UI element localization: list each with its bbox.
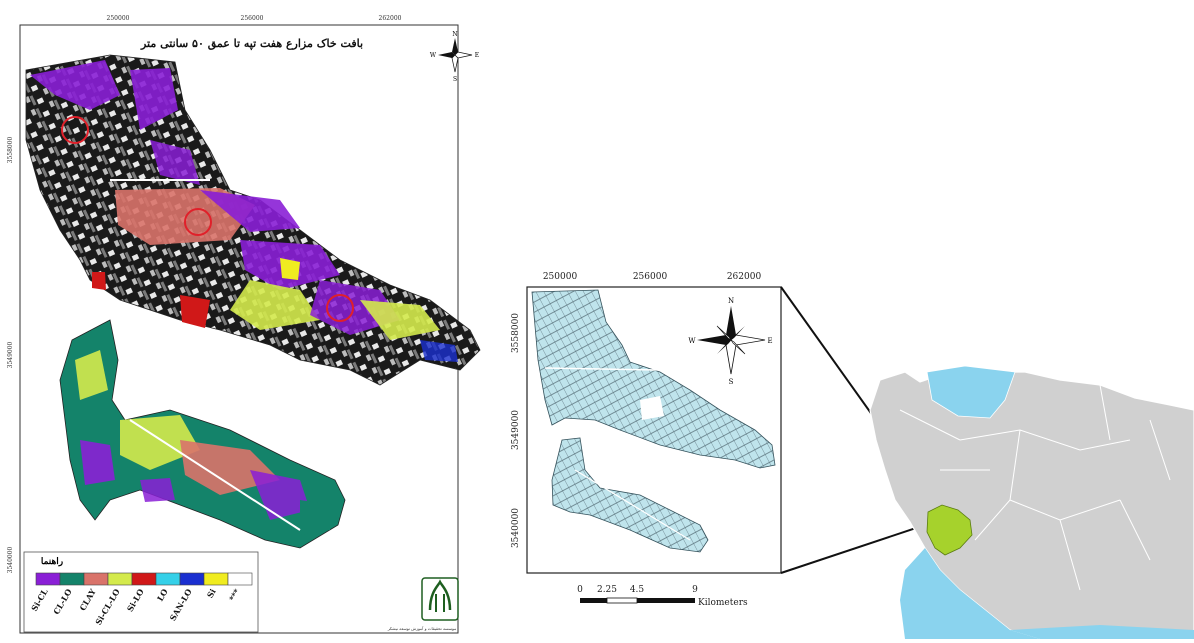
study-y-tick-3: 3540000: [511, 508, 521, 548]
legend-swatch: [59, 572, 85, 586]
soil-y-tick-2: 3549000: [7, 341, 14, 368]
scale-label-2: 4.5: [630, 585, 645, 595]
study-south-label: S: [729, 378, 734, 386]
study-y-tick-1: 3558000: [511, 313, 521, 353]
study-x-tick-2: 256000: [633, 272, 668, 282]
legend-swatch: [107, 572, 133, 586]
scale-bar: 0 2.25 4.5 9 Kilometers: [577, 585, 748, 608]
study-x-tick-1: 250000: [543, 272, 578, 282]
persian-gulf: [900, 548, 1040, 639]
caspian-sea: [926, 365, 1016, 419]
soil-map-x-ticks: 250000 256000 262000: [107, 15, 402, 22]
scale-label-1: 2.25: [597, 585, 617, 595]
legend-swatch: [227, 572, 253, 586]
legend-swatch: [35, 572, 61, 586]
soil-south-label: S: [453, 76, 457, 83]
soil-farmland-north: [25, 54, 481, 386]
soil-north-arrow: N S E W: [430, 31, 479, 83]
soil-x-tick-3: 262000: [379, 15, 402, 22]
soil-y-tick-3: 3540000: [7, 546, 14, 573]
study-farmland-south: [551, 437, 709, 553]
soil-map-y-ticks: 3558000 3549000 3540000: [7, 136, 14, 573]
soil-north-label: N: [452, 31, 457, 38]
soil-west-label: W: [430, 52, 437, 59]
study-x-tick-3: 262000: [727, 272, 762, 282]
soil-farmland-south: [59, 319, 346, 549]
soil-texture-map: بافت خاک مزارع هفت تپه تا عمق ۵۰ سانتی م…: [7, 15, 481, 634]
highlight-circle-1: [61, 116, 89, 144]
scale-label-0: 0: [577, 585, 583, 595]
legend-swatch: [131, 572, 157, 586]
study-map-y-ticks: 3558000 3549000 3540000: [511, 313, 521, 548]
legend-swatch: [83, 572, 109, 586]
highlight-circle-2: [184, 208, 212, 236]
study-map-x-ticks: 250000 256000 262000: [543, 272, 762, 282]
soil-x-tick-2: 256000: [241, 15, 264, 22]
soil-east-label: E: [475, 52, 479, 59]
study-north-label: N: [728, 297, 734, 305]
institute-logo: [421, 577, 459, 621]
highlight-circle-3: [326, 294, 354, 322]
study-west-label: W: [688, 337, 696, 345]
soil-legend-title: راهنما: [41, 556, 63, 567]
scale-label-3: 9: [692, 585, 698, 595]
legend-swatch: [179, 572, 205, 586]
soil-y-tick-1: 3558000: [7, 136, 14, 163]
iran-location-map: [869, 365, 1194, 640]
study-area-map: 250000 256000 262000 3558000 3549000 354…: [511, 272, 782, 608]
study-north-arrow: N S E W: [688, 297, 772, 386]
institute-caption: موسسه تحقیقات و آموزش توسعه نیشکر: [387, 626, 457, 631]
study-east-label: E: [767, 337, 772, 345]
study-y-tick-2: 3549000: [511, 410, 521, 450]
soil-legend-box: [23, 551, 259, 633]
soil-x-tick-1: 250000: [107, 15, 130, 22]
legend-swatch: [155, 572, 181, 586]
khuzestan-province-highlight: [926, 504, 973, 556]
legend-label: Si: [205, 587, 218, 600]
legend-swatch: [203, 572, 229, 586]
soil-map-title: بافت خاک مزارع هفت تپه تا عمق ۵۰ سانتی م…: [140, 37, 363, 50]
study-farmland-north: [531, 289, 776, 469]
scale-unit: Kilometers: [698, 598, 748, 608]
